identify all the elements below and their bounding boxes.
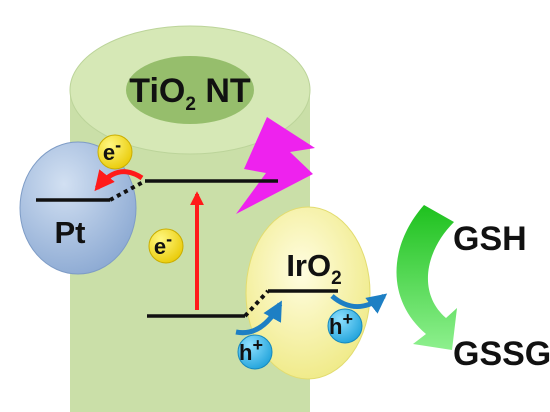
electron-chip-top: e- [97,134,133,170]
hole-chip-left: h+ [237,334,273,370]
hole-chip-right-label: h+ [329,309,353,339]
gsh-label: GSH [453,220,527,258]
electron-chip-mid: e- [148,228,184,264]
lightning-bolt-icon [236,117,315,214]
hole-chip-right: h+ [327,308,363,344]
pt-connector-dotted [109,179,146,202]
nanotube-label: TiO2 NT [129,72,251,115]
curved-blue-arrow-icon [235,300,283,336]
iro2-connector-dotted [243,289,270,318]
curved-blue-arrow-icon-2 [330,293,388,314]
nanotube-hole [126,56,254,124]
hole-chip-left-label: h+ [239,335,263,365]
gssg-label: GSSG [453,335,550,373]
curved-red-arrow-icon [94,169,144,192]
pt-label: Pt [55,215,86,250]
electron-chip-top-label: e- [103,135,121,165]
curved-green-arrow-icon [396,205,457,350]
iro2-label: IrO2 [286,248,341,289]
electron-chip-mid-label: e- [154,229,172,259]
